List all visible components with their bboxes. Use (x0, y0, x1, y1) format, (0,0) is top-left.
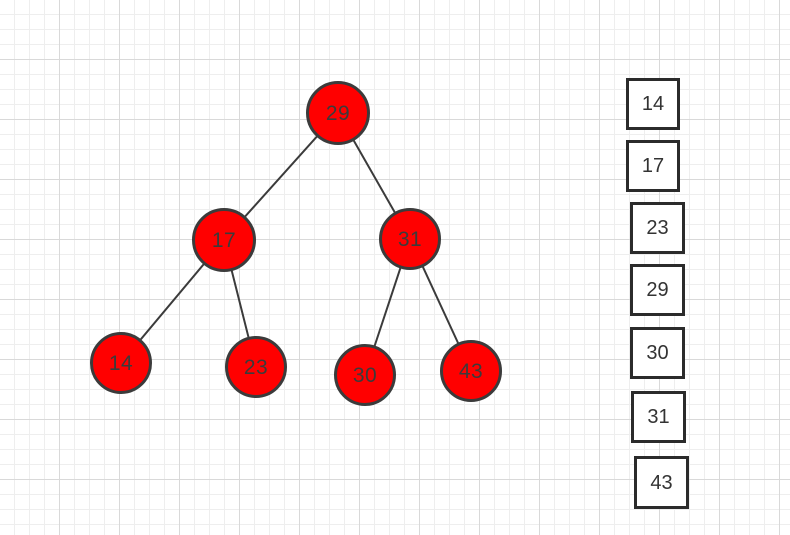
tree-node-31[interactable]: 31 (379, 208, 441, 270)
tree-node-label: 17 (211, 228, 237, 252)
tree-node-label: 23 (243, 355, 269, 379)
tree-node-17[interactable]: 17 (192, 208, 256, 272)
tree-node-43[interactable]: 43 (440, 340, 502, 402)
sequence-box-label: 23 (646, 217, 669, 239)
sequence-box-17[interactable]: 17 (626, 140, 680, 192)
sequence-box-31[interactable]: 31 (631, 391, 686, 443)
sequence-box-43[interactable]: 43 (634, 456, 689, 509)
tree-node-label: 31 (397, 227, 423, 251)
sequence-box-14[interactable]: 14 (626, 78, 680, 130)
tree-node-label: 29 (325, 101, 351, 125)
sequence-box-label: 30 (646, 342, 669, 364)
tree-node-14[interactable]: 14 (90, 332, 152, 394)
sequence-box-label: 43 (650, 471, 673, 494)
sequence-box-label: 14 (641, 93, 665, 115)
tree-node-label: 14 (108, 351, 134, 375)
sequence-box-label: 29 (646, 279, 669, 301)
sequence-box-30[interactable]: 30 (630, 327, 685, 379)
sequence-box-29[interactable]: 29 (630, 264, 685, 316)
sequence-box-label: 31 (647, 406, 670, 428)
sequence-box-label: 17 (641, 155, 665, 177)
tree-node-23[interactable]: 23 (225, 336, 287, 398)
tree-node-29[interactable]: 29 (306, 81, 370, 145)
tree-node-30[interactable]: 30 (334, 344, 396, 406)
tree-node-label: 43 (458, 359, 484, 383)
sequence-box-23[interactable]: 23 (630, 202, 685, 254)
tree-node-label: 30 (352, 363, 378, 387)
